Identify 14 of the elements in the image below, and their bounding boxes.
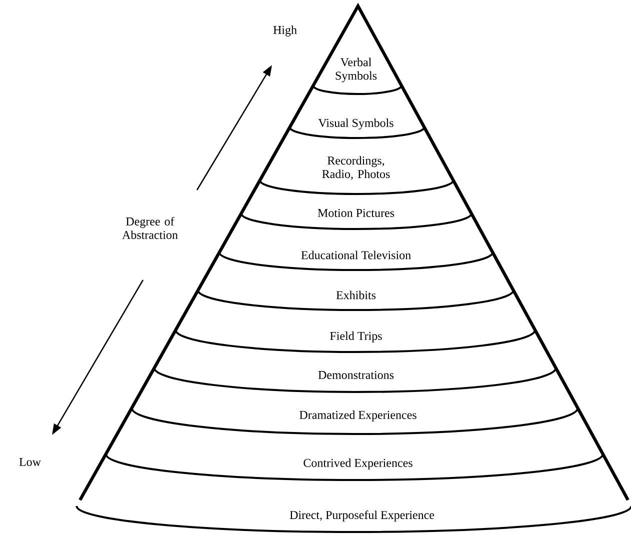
cone-band: Verbal Symbols <box>312 58 402 95</box>
cone-band: Dramatized Experiences <box>130 407 579 435</box>
cone-band: Direct, Purposeful Experience <box>76 505 631 533</box>
cone-band: Recordings, Radio, Photos <box>259 156 454 195</box>
cone-band: Demonstrations <box>154 367 557 393</box>
axis-label: Degree of Abstraction <box>122 216 178 240</box>
axis-label: Low <box>19 458 41 466</box>
cone-band: Exhibits <box>197 290 514 311</box>
cone-band: Contrived Experiences <box>105 453 604 481</box>
cone-band: Field Trips <box>174 329 536 353</box>
cone-band: Educational Television <box>218 250 494 271</box>
axis-label: High <box>273 26 297 36</box>
cone-band: Motion Pictures <box>240 208 472 230</box>
cone-band: Visual Symbols <box>288 118 426 139</box>
